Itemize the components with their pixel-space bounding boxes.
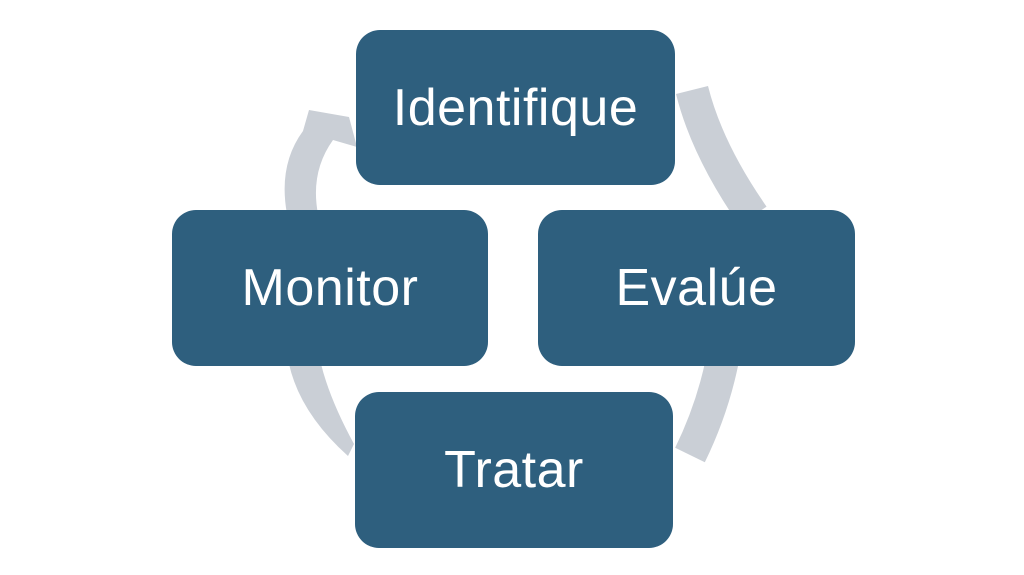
cycle-arc-top-right (675, 85, 767, 226)
cycle-arc-bottom-right (675, 358, 739, 463)
cycle-step-evalue: Evalúe (538, 210, 855, 366)
cycle-step-identifique: Identifique (356, 30, 675, 185)
cycle-step-label: Evalúe (615, 259, 778, 317)
cycle-step-label: Monitor (241, 259, 419, 317)
cycle-step-monitor: Monitor (172, 210, 488, 366)
cycle-arrowhead-icon (284, 110, 357, 214)
cycle-arc-bottom-left (289, 364, 354, 456)
cycle-step-label: Tratar (444, 441, 584, 499)
cycle-step-label: Identifique (392, 78, 639, 137)
cycle-step-tratar: Tratar (355, 392, 673, 548)
